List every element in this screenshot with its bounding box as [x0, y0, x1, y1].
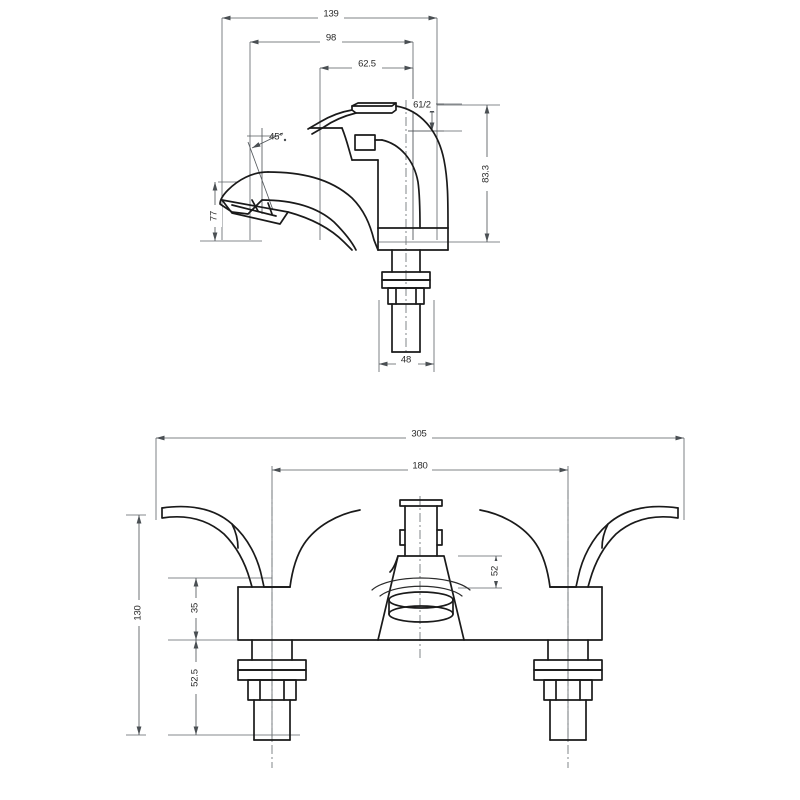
dimension-52-5: 52.5: [189, 640, 203, 735]
tap-body-right-outer-curve: [395, 105, 449, 229]
bath-extension-lines: [126, 438, 685, 740]
dimension-52: 52: [489, 556, 503, 588]
dimension-139: 139: [222, 9, 437, 22]
tap-shank-upper: [391, 249, 421, 273]
dimension-label-83-3: 83.3: [481, 165, 492, 183]
dimension-label-130: 130: [133, 605, 144, 620]
dimension-180: 180: [272, 461, 568, 474]
tap-neck-left: [341, 127, 353, 161]
tap-lever-handle-top: [351, 102, 397, 107]
tap-aerator-ribs: [251, 199, 273, 215]
bath-left-thread-sides: [253, 699, 291, 741]
tap-aerator-outlet: [221, 199, 289, 225]
bath-left-nut: [247, 679, 297, 701]
bath-left-handle-crease: [231, 523, 239, 549]
dimension-label-77: 77: [209, 211, 220, 221]
bath-riser-collar: [399, 529, 443, 546]
bath-filler-geometry: [161, 499, 679, 741]
dimension-label-45-degrees: 45°: [269, 132, 283, 143]
dimension-48: 48: [379, 355, 434, 368]
bath-outlet-barrel-sides: [388, 599, 454, 615]
dimension-98: 98: [250, 33, 413, 46]
bath-left-handle-inner: [161, 507, 253, 588]
bath-right-nut: [543, 679, 593, 701]
tap-shank-washer-2: [381, 279, 431, 289]
tap-body-right-inner-curve: [381, 139, 421, 229]
tap-lever-arm: [307, 109, 353, 130]
tap-aerator-edge: [231, 204, 277, 217]
bath-left-nut-flats: [259, 679, 285, 701]
bath-riser-cap: [399, 499, 443, 507]
bath-left-washer-2: [237, 669, 307, 681]
bath-pedestal-band-outer: [371, 577, 471, 591]
dimension-61-2: 61/2: [408, 99, 444, 132]
tap-shank-nut-flats: [395, 287, 417, 305]
dimension-label-139: 139: [323, 9, 338, 20]
angle-dot-marker: [283, 138, 287, 142]
view-basin-tap-side: 139 98 62.5 61/2: [200, 9, 500, 372]
bath-pedestal-band-inner: [379, 585, 463, 597]
bath-right-thread-sides: [549, 699, 587, 741]
bath-spout-pedestal: [377, 555, 465, 641]
bath-left-shank-upper: [251, 639, 293, 661]
bath-riser-sides: [404, 505, 438, 557]
bath-pedestal-fillet-left: [389, 555, 399, 573]
bath-right-shank-upper: [547, 639, 589, 661]
tap-shank-thread-sides: [391, 303, 421, 353]
dimension-83-3: 83.3: [479, 105, 493, 242]
bath-right-handle-crease: [601, 523, 609, 549]
view-bath-filler-front: 305 180 52 130: [126, 429, 685, 768]
basin-tap-geometry: [219, 102, 449, 353]
tap-spout-outer-curve: [267, 171, 379, 251]
dimension-label-48: 48: [401, 355, 411, 366]
dimension-label-62-5: 62.5: [358, 59, 376, 70]
dimension-label-305: 305: [411, 429, 426, 440]
dimension-305: 305: [156, 429, 684, 442]
dimension-label-61-2: 61/2: [413, 100, 431, 111]
dimension-62-5: 62.5: [320, 59, 413, 72]
tap-shank-nut: [387, 287, 425, 305]
dimension-77: 77: [208, 182, 222, 241]
tap-lever-arm-lower: [311, 112, 357, 135]
bath-right-handle-inner: [587, 507, 679, 588]
bath-right-washer-2: [533, 669, 603, 681]
dimension-130: 130: [132, 515, 146, 735]
dimension-35: 35: [189, 578, 203, 640]
dimension-label-98: 98: [326, 33, 336, 44]
tap-spout-tip-nose: [219, 171, 269, 215]
tap-spout-inner-curve: [261, 199, 357, 251]
dimension-label-35: 35: [190, 603, 201, 613]
dimension-label-180: 180: [412, 461, 427, 472]
tap-cartridge-cap: [354, 134, 376, 151]
dimension-label-52-5: 52.5: [190, 669, 201, 687]
basin-extension-lines: [200, 18, 500, 372]
bath-left-body-to-spout: [289, 509, 361, 588]
tap-lever-handle-body: [351, 102, 397, 114]
dimension-label-52: 52: [490, 566, 501, 576]
tap-column-sides: [377, 227, 449, 251]
tap-aerator-to-body: [287, 211, 353, 251]
bath-right-body-to-spout: [479, 509, 551, 588]
bath-body-deck-block: [237, 586, 603, 641]
bath-right-nut-flats: [555, 679, 581, 701]
dimension-45-degrees: 45°: [247, 128, 287, 214]
